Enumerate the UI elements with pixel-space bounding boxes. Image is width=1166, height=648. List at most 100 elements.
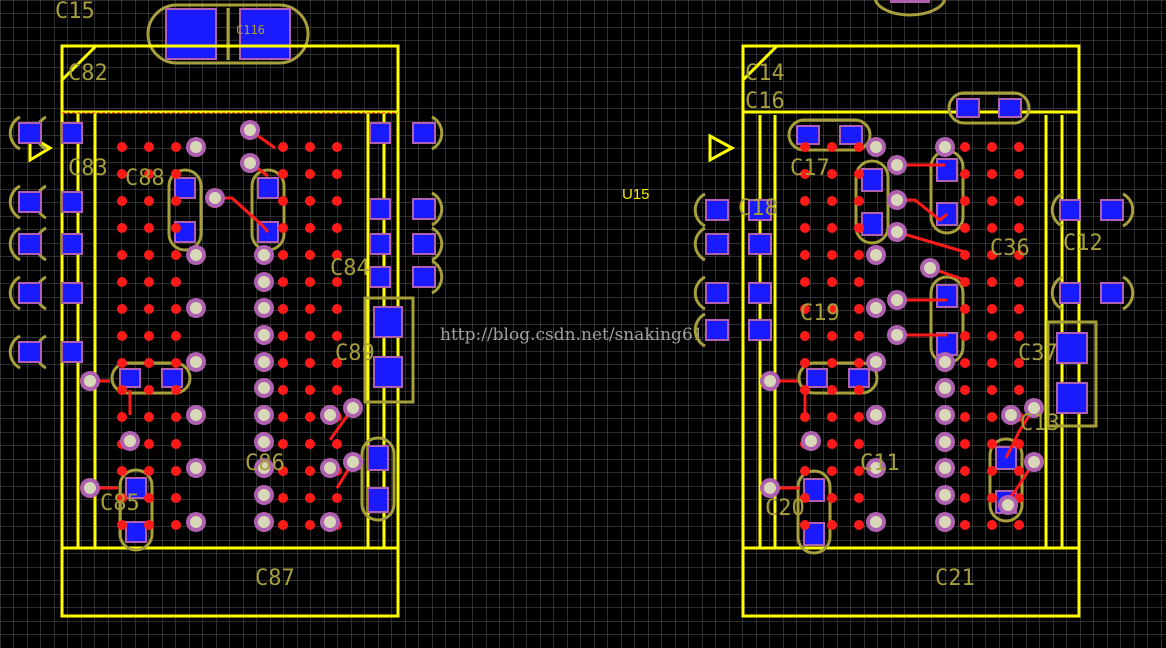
bga-ball [117, 277, 127, 287]
pad[interactable] [1056, 332, 1088, 364]
bga-ball [800, 304, 810, 314]
pad[interactable] [936, 284, 958, 308]
pad[interactable] [257, 177, 279, 199]
capacitor-c116[interactable]: C116 [146, 3, 310, 65]
pad[interactable] [125, 477, 147, 499]
pad[interactable] [796, 125, 820, 145]
pad[interactable] [18, 233, 42, 255]
watermark-text: http://blog.csdn.net/snaking616 [440, 325, 714, 345]
bga-ball [117, 196, 127, 206]
pad[interactable] [848, 368, 870, 388]
pad[interactable] [18, 282, 42, 304]
bga-ball [117, 142, 127, 152]
label-c89: C89 [335, 341, 375, 366]
bga-ball [278, 196, 288, 206]
pad[interactable] [956, 98, 980, 118]
bga-ball [960, 412, 970, 422]
pad[interactable] [125, 521, 147, 543]
bga-ball [144, 466, 154, 476]
bga-ball [987, 250, 997, 260]
via-hole [870, 356, 882, 368]
via-hole [190, 141, 202, 153]
pad[interactable] [369, 266, 391, 288]
bga-ball [278, 304, 288, 314]
vias-left[interactable] [80, 120, 363, 532]
via-hole [891, 226, 903, 238]
pad[interactable] [803, 522, 825, 546]
bga-ball [854, 385, 864, 395]
pad[interactable] [412, 122, 436, 144]
bga-ball [278, 520, 288, 530]
left-component[interactable]: C116 C15 C82 C83 C84 C85 C86 C87 C88 C89 [8, 0, 444, 618]
pad[interactable] [1059, 282, 1081, 304]
right-component[interactable]: C14 C16 C17 C18 C19 C11 C12 C13 C20 C21 … [693, 0, 1135, 618]
pad[interactable] [412, 198, 436, 220]
pad[interactable] [861, 168, 883, 192]
pad[interactable] [1100, 199, 1124, 221]
pad[interactable] [1059, 199, 1081, 221]
pad[interactable] [119, 368, 141, 388]
pad[interactable] [18, 191, 42, 213]
bga-ball [278, 250, 288, 260]
pad[interactable] [18, 341, 42, 363]
pad[interactable] [369, 233, 391, 255]
bga-ball [800, 493, 810, 503]
pad[interactable] [373, 306, 403, 338]
pad[interactable] [61, 233, 83, 255]
pad[interactable] [748, 233, 772, 255]
via-hole [124, 435, 136, 447]
pad[interactable] [61, 341, 83, 363]
pad[interactable] [373, 356, 403, 388]
bga-ball [305, 466, 315, 476]
bga-ball [171, 439, 181, 449]
bga-ball [117, 304, 127, 314]
via-hole [347, 456, 359, 468]
pad[interactable] [369, 198, 391, 220]
pad[interactable] [748, 282, 772, 304]
bga-ball [800, 250, 810, 260]
pad[interactable] [998, 98, 1022, 118]
pad[interactable] [705, 199, 729, 221]
bga-ball [960, 304, 970, 314]
pad[interactable] [705, 233, 729, 255]
pad[interactable] [705, 319, 729, 341]
pad[interactable] [367, 487, 389, 513]
pad[interactable] [412, 266, 436, 288]
bga-ball [960, 169, 970, 179]
bga-ball [827, 520, 837, 530]
label-c18: C18 [738, 196, 778, 221]
pad[interactable] [174, 177, 196, 199]
bga-ball [960, 466, 970, 476]
label-c85: C85 [100, 491, 140, 516]
pad[interactable] [936, 158, 958, 182]
bga-ball [1014, 250, 1024, 260]
pad[interactable] [61, 282, 83, 304]
pad[interactable] [412, 233, 436, 255]
pad[interactable] [367, 445, 389, 471]
pad[interactable] [839, 125, 863, 145]
pad[interactable] [1100, 282, 1124, 304]
pad[interactable] [1056, 382, 1088, 414]
pad[interactable] [18, 122, 42, 144]
pad[interactable] [748, 199, 772, 221]
pad[interactable] [748, 319, 772, 341]
pad[interactable] [861, 212, 883, 236]
pad[interactable] [61, 191, 83, 213]
via-hole [190, 302, 202, 314]
label-c87: C87 [255, 566, 295, 591]
pad[interactable] [705, 282, 729, 304]
bga-ball [854, 439, 864, 449]
bga-ball [1014, 385, 1024, 395]
pad[interactable] [806, 368, 828, 388]
designator-u15[interactable]: U15 [622, 186, 650, 203]
bga-ball [171, 520, 181, 530]
pads-left[interactable] [8, 115, 444, 552]
bga-ball [305, 385, 315, 395]
vias-right[interactable] [760, 137, 1044, 532]
pad[interactable] [161, 368, 183, 388]
pads-right[interactable] [693, 91, 1135, 555]
pad[interactable] [61, 122, 83, 144]
pad[interactable] [369, 122, 391, 144]
bga-ball [854, 493, 864, 503]
